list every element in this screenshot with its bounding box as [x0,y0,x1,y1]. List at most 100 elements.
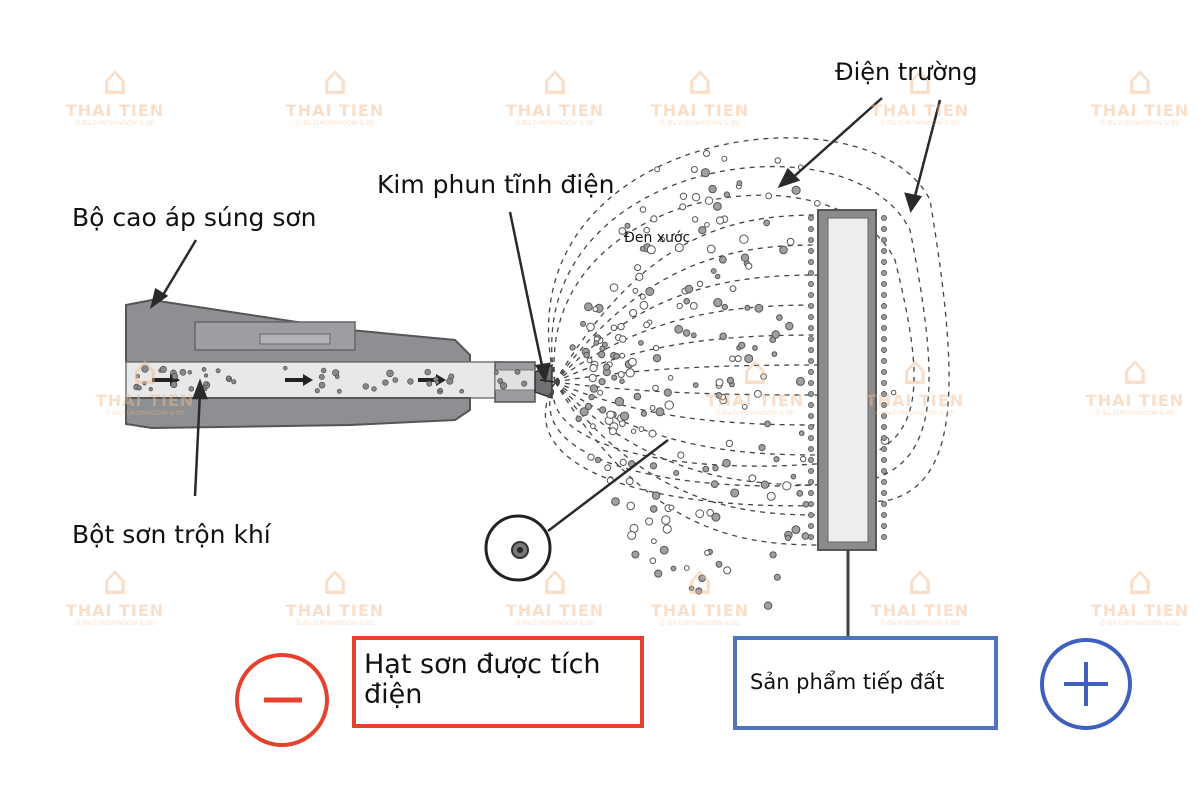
watermark-name: THAI TIEN [650,101,750,120]
paint-particle [791,525,801,534]
paint-particle [710,480,719,489]
deposited-particle [881,247,888,254]
paint-particle [776,314,783,321]
gun-lower-body [125,397,471,430]
paint-particle [679,192,688,201]
paint-particle [684,284,694,294]
label-charged-particle: Hạt sơn được tích điện [364,649,601,710]
paint-particle [740,253,750,262]
paint-particle [754,303,764,313]
watermark-name: THAI TIEN [650,601,750,620]
paint-particle [765,192,773,200]
watermark-tagline: Ổ đĩa EUROWINDOW & BĐ [715,410,795,417]
deposited-particle [808,467,815,474]
paint-particle [673,470,680,476]
paint-particle [639,300,649,310]
paint-particle [640,410,648,417]
paint-particle [649,557,657,565]
gun-powder-particle [514,368,521,375]
paint-particle [589,384,599,393]
paint-particle [613,352,620,360]
gun-powder-particle [499,382,508,390]
paint-particle [652,384,659,392]
deposited-particle [881,478,888,485]
paint-particle [695,587,703,595]
pointer-nozzle [508,211,545,371]
deposited-particle [808,434,815,441]
nozzle-pin [539,379,557,383]
paint-particle [618,420,626,428]
deposited-particle [808,214,815,221]
deposited-particle [881,523,888,530]
deposited-particle [881,225,888,232]
paint-particle [766,491,776,501]
gun-powder-particle [424,368,431,376]
paint-particle [597,350,606,359]
paint-particle [796,490,804,497]
label-grounded-product: Sản phẩm tiếp đất [750,670,945,694]
deposited-particle [808,357,815,364]
deposited-particle [881,269,888,276]
gun-powder-particle [336,388,342,394]
paint-particle [691,216,699,223]
watermark-tagline: Ổ đĩa EUROWINDOW & BĐ [1100,620,1180,627]
paint-particle [712,464,719,472]
paint-particle [580,320,587,327]
gun-powder-particle [459,388,465,394]
gun-powder-particle [318,373,325,380]
paint-particle [584,302,593,312]
paint-particle [779,245,788,255]
paint-particle [796,376,805,386]
watermark-tagline: Ổ đĩa EUROWINDOW & BĐ [515,620,595,627]
paint-particle [588,393,595,401]
paint-particle [608,427,617,436]
paint-particle [670,565,677,572]
watermark-house-icon: ⌂ [907,558,933,604]
watermark-name: THAI TIEN [870,101,970,120]
paint-particle [638,426,645,433]
deposited-particle [808,236,815,243]
paint-particle [758,444,766,452]
paint-particle [579,407,589,417]
paint-particle [588,373,597,383]
paint-particle [683,565,690,571]
paint-particle [682,329,691,337]
watermark-house-icon: ⌂ [687,558,713,604]
paint-particle [704,222,710,228]
paint-particle [769,551,777,559]
field-loop [545,137,950,507]
paint-particle [744,304,751,311]
paint-particle [587,453,595,461]
field-line [554,334,819,383]
deposited-particle [808,456,815,463]
paint-particle [764,420,771,428]
zoom-particle-core [517,547,523,553]
paint-particle [614,396,625,407]
label-high-voltage: Bộ cao áp súng sơn [72,203,317,232]
paint-particle [661,515,671,525]
paint-particle [638,340,644,346]
powder-particles-in-gun [133,365,528,395]
paint-particle [723,566,732,575]
deposited-particle [881,346,888,353]
paint-particle [713,202,722,211]
deposited-particle [808,324,815,331]
deposited-particle [808,379,815,386]
paint-particle [722,458,731,468]
deposited-particle [881,236,888,243]
paint-particle [584,402,593,411]
deposited-particle [881,280,888,287]
paint-particle [650,215,658,223]
paint-particle [760,373,767,380]
deposited-particle [808,346,815,353]
paint-particle [785,321,794,331]
pointer-field-right-head [904,192,923,213]
watermark-tagline: Ổ đĩa EUROWINDOW & BĐ [660,620,740,627]
gun-powder-particle [159,365,167,373]
watermark-house-icon: ⌂ [542,58,568,104]
pointer-field-left [789,97,883,181]
